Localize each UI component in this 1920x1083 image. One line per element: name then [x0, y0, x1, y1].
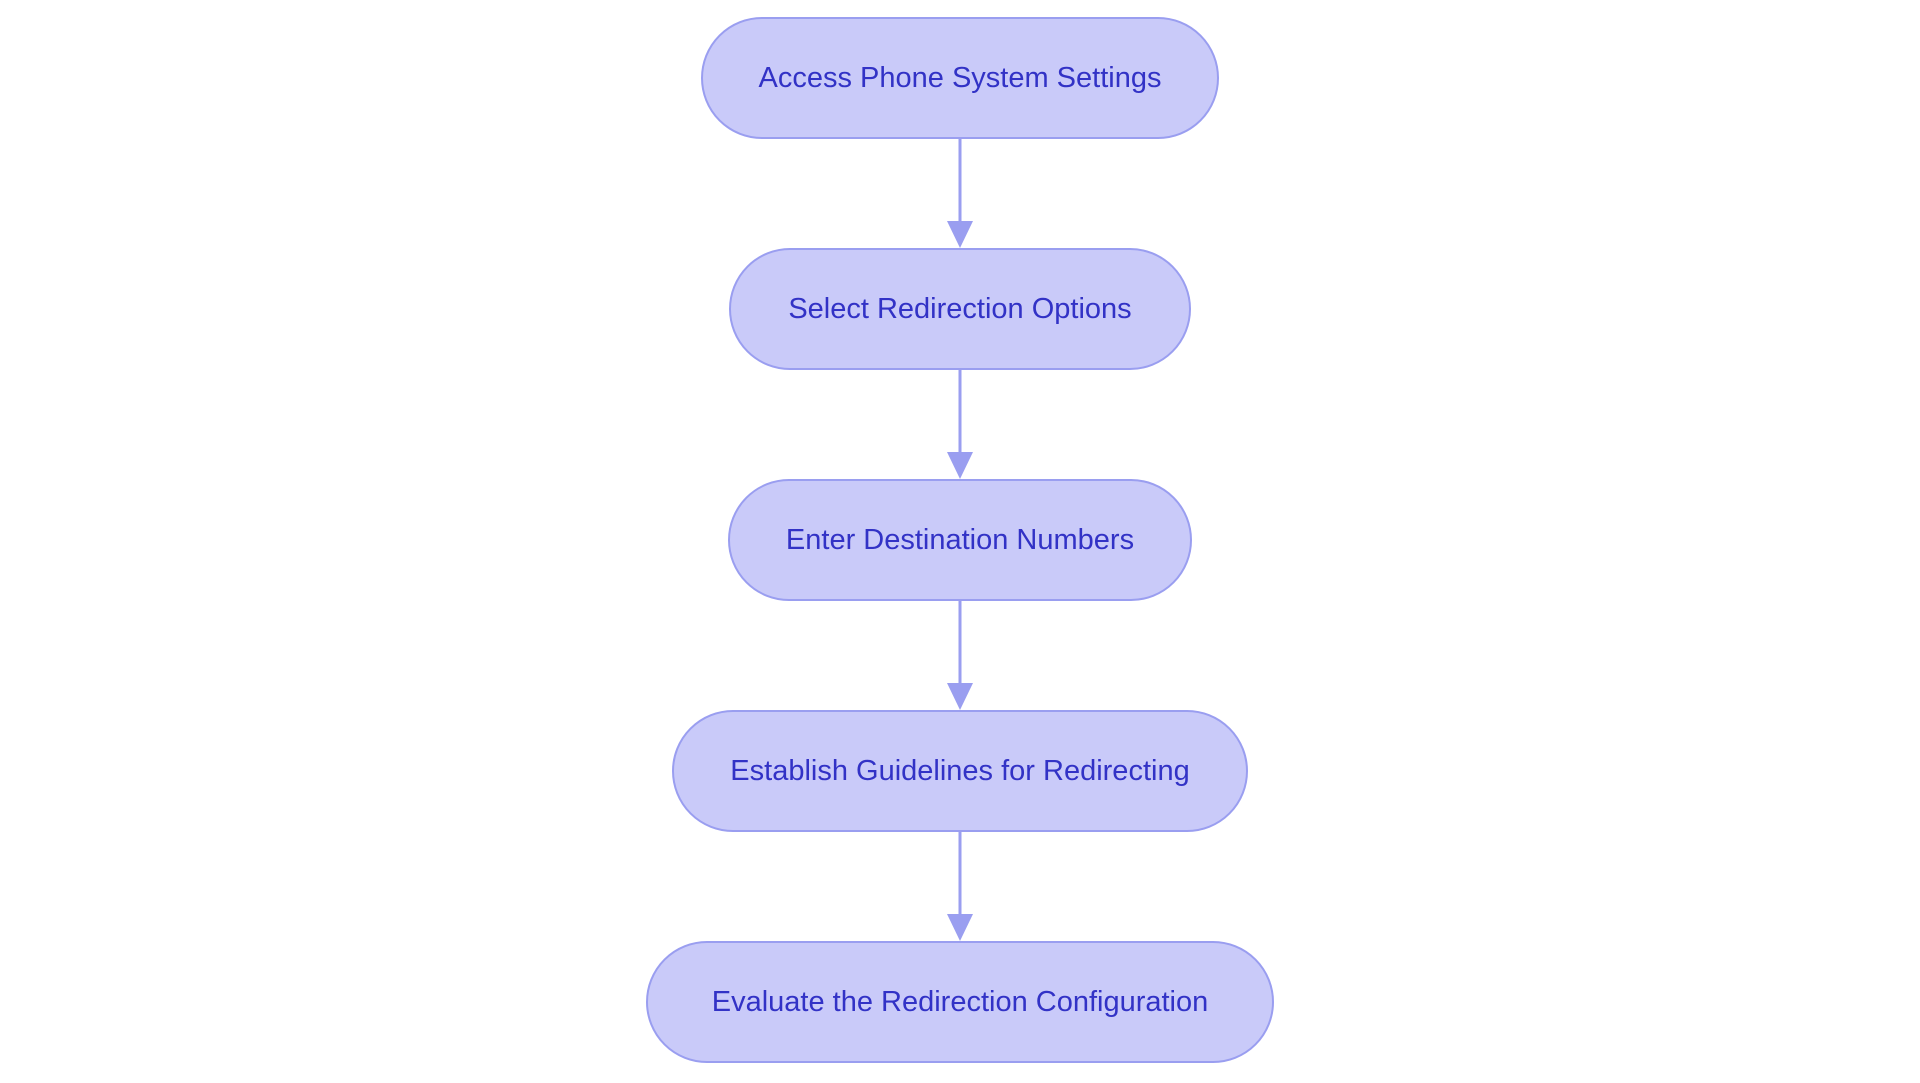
flow-step-select-options: Select Redirection Options [729, 248, 1191, 370]
connector-arrow [947, 139, 973, 248]
flow-step-label: Select Redirection Options [788, 292, 1132, 325]
flow-step-establish-guidelines: Establish Guidelines for Redirecting [672, 710, 1248, 832]
flow-step-label: Access Phone System Settings [758, 61, 1162, 94]
connector-arrow [947, 832, 973, 941]
connector-arrow [947, 370, 973, 479]
flow-step-label: Evaluate the Redirection Configuration [711, 985, 1209, 1018]
connector-arrow [947, 601, 973, 710]
flow-step-evaluate-configuration: Evaluate the Redirection Configuration [646, 941, 1274, 1063]
flow-step-access-settings: Access Phone System Settings [701, 17, 1219, 139]
flow-step-label: Enter Destination Numbers [785, 523, 1135, 556]
flow-step-enter-numbers: Enter Destination Numbers [728, 479, 1192, 601]
flow-step-label: Establish Guidelines for Redirecting [730, 754, 1190, 787]
